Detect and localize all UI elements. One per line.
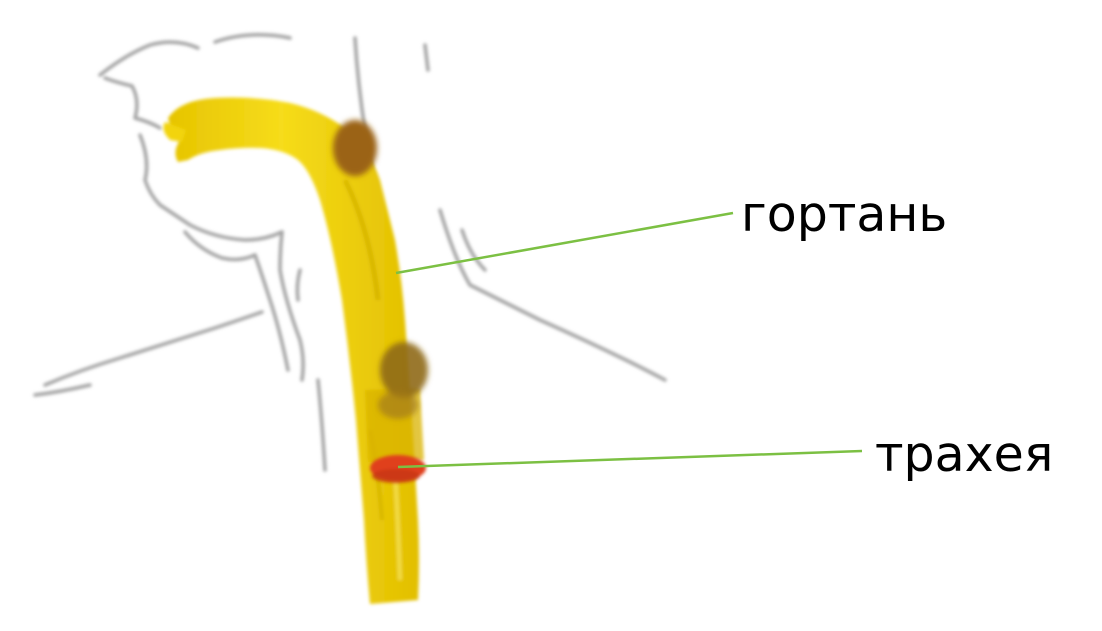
larynx-leader-line <box>396 213 733 273</box>
trachea-leader-line <box>398 451 862 467</box>
trachea-ring <box>370 455 426 483</box>
larynx-label: гортань <box>741 190 947 239</box>
trachea-label: трахея <box>875 430 1053 479</box>
airway <box>163 98 424 604</box>
